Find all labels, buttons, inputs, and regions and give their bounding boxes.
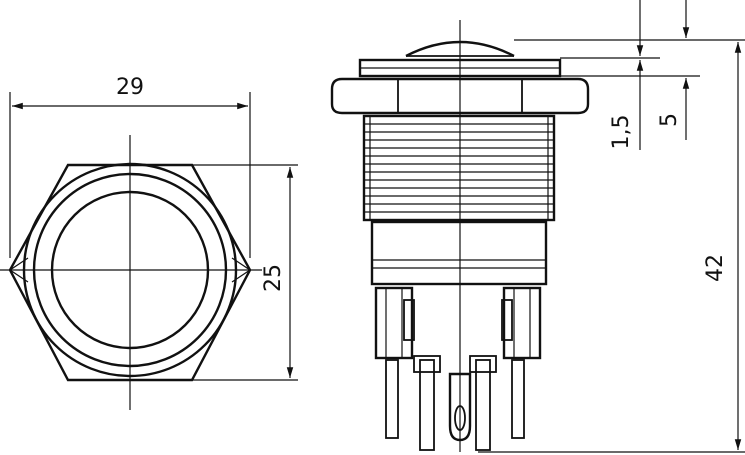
dimension-label-25: 25	[261, 264, 286, 292]
terminal-block-right	[501, 286, 542, 360]
threaded-body	[362, 114, 556, 222]
dimension-label-5: 5	[657, 113, 682, 127]
dimension-label-42: 42	[703, 254, 728, 282]
lower-housing	[370, 220, 548, 286]
front-view: 29 25	[0, 75, 298, 410]
dimension-label-29: 29	[116, 75, 144, 100]
side-view: 1,5 5 42	[330, 0, 745, 453]
terminal-pins	[385, 355, 525, 451]
terminal-block-left	[374, 286, 415, 360]
dimension-label-1-5: 1,5	[609, 115, 634, 150]
side-hex-nut	[330, 77, 590, 115]
